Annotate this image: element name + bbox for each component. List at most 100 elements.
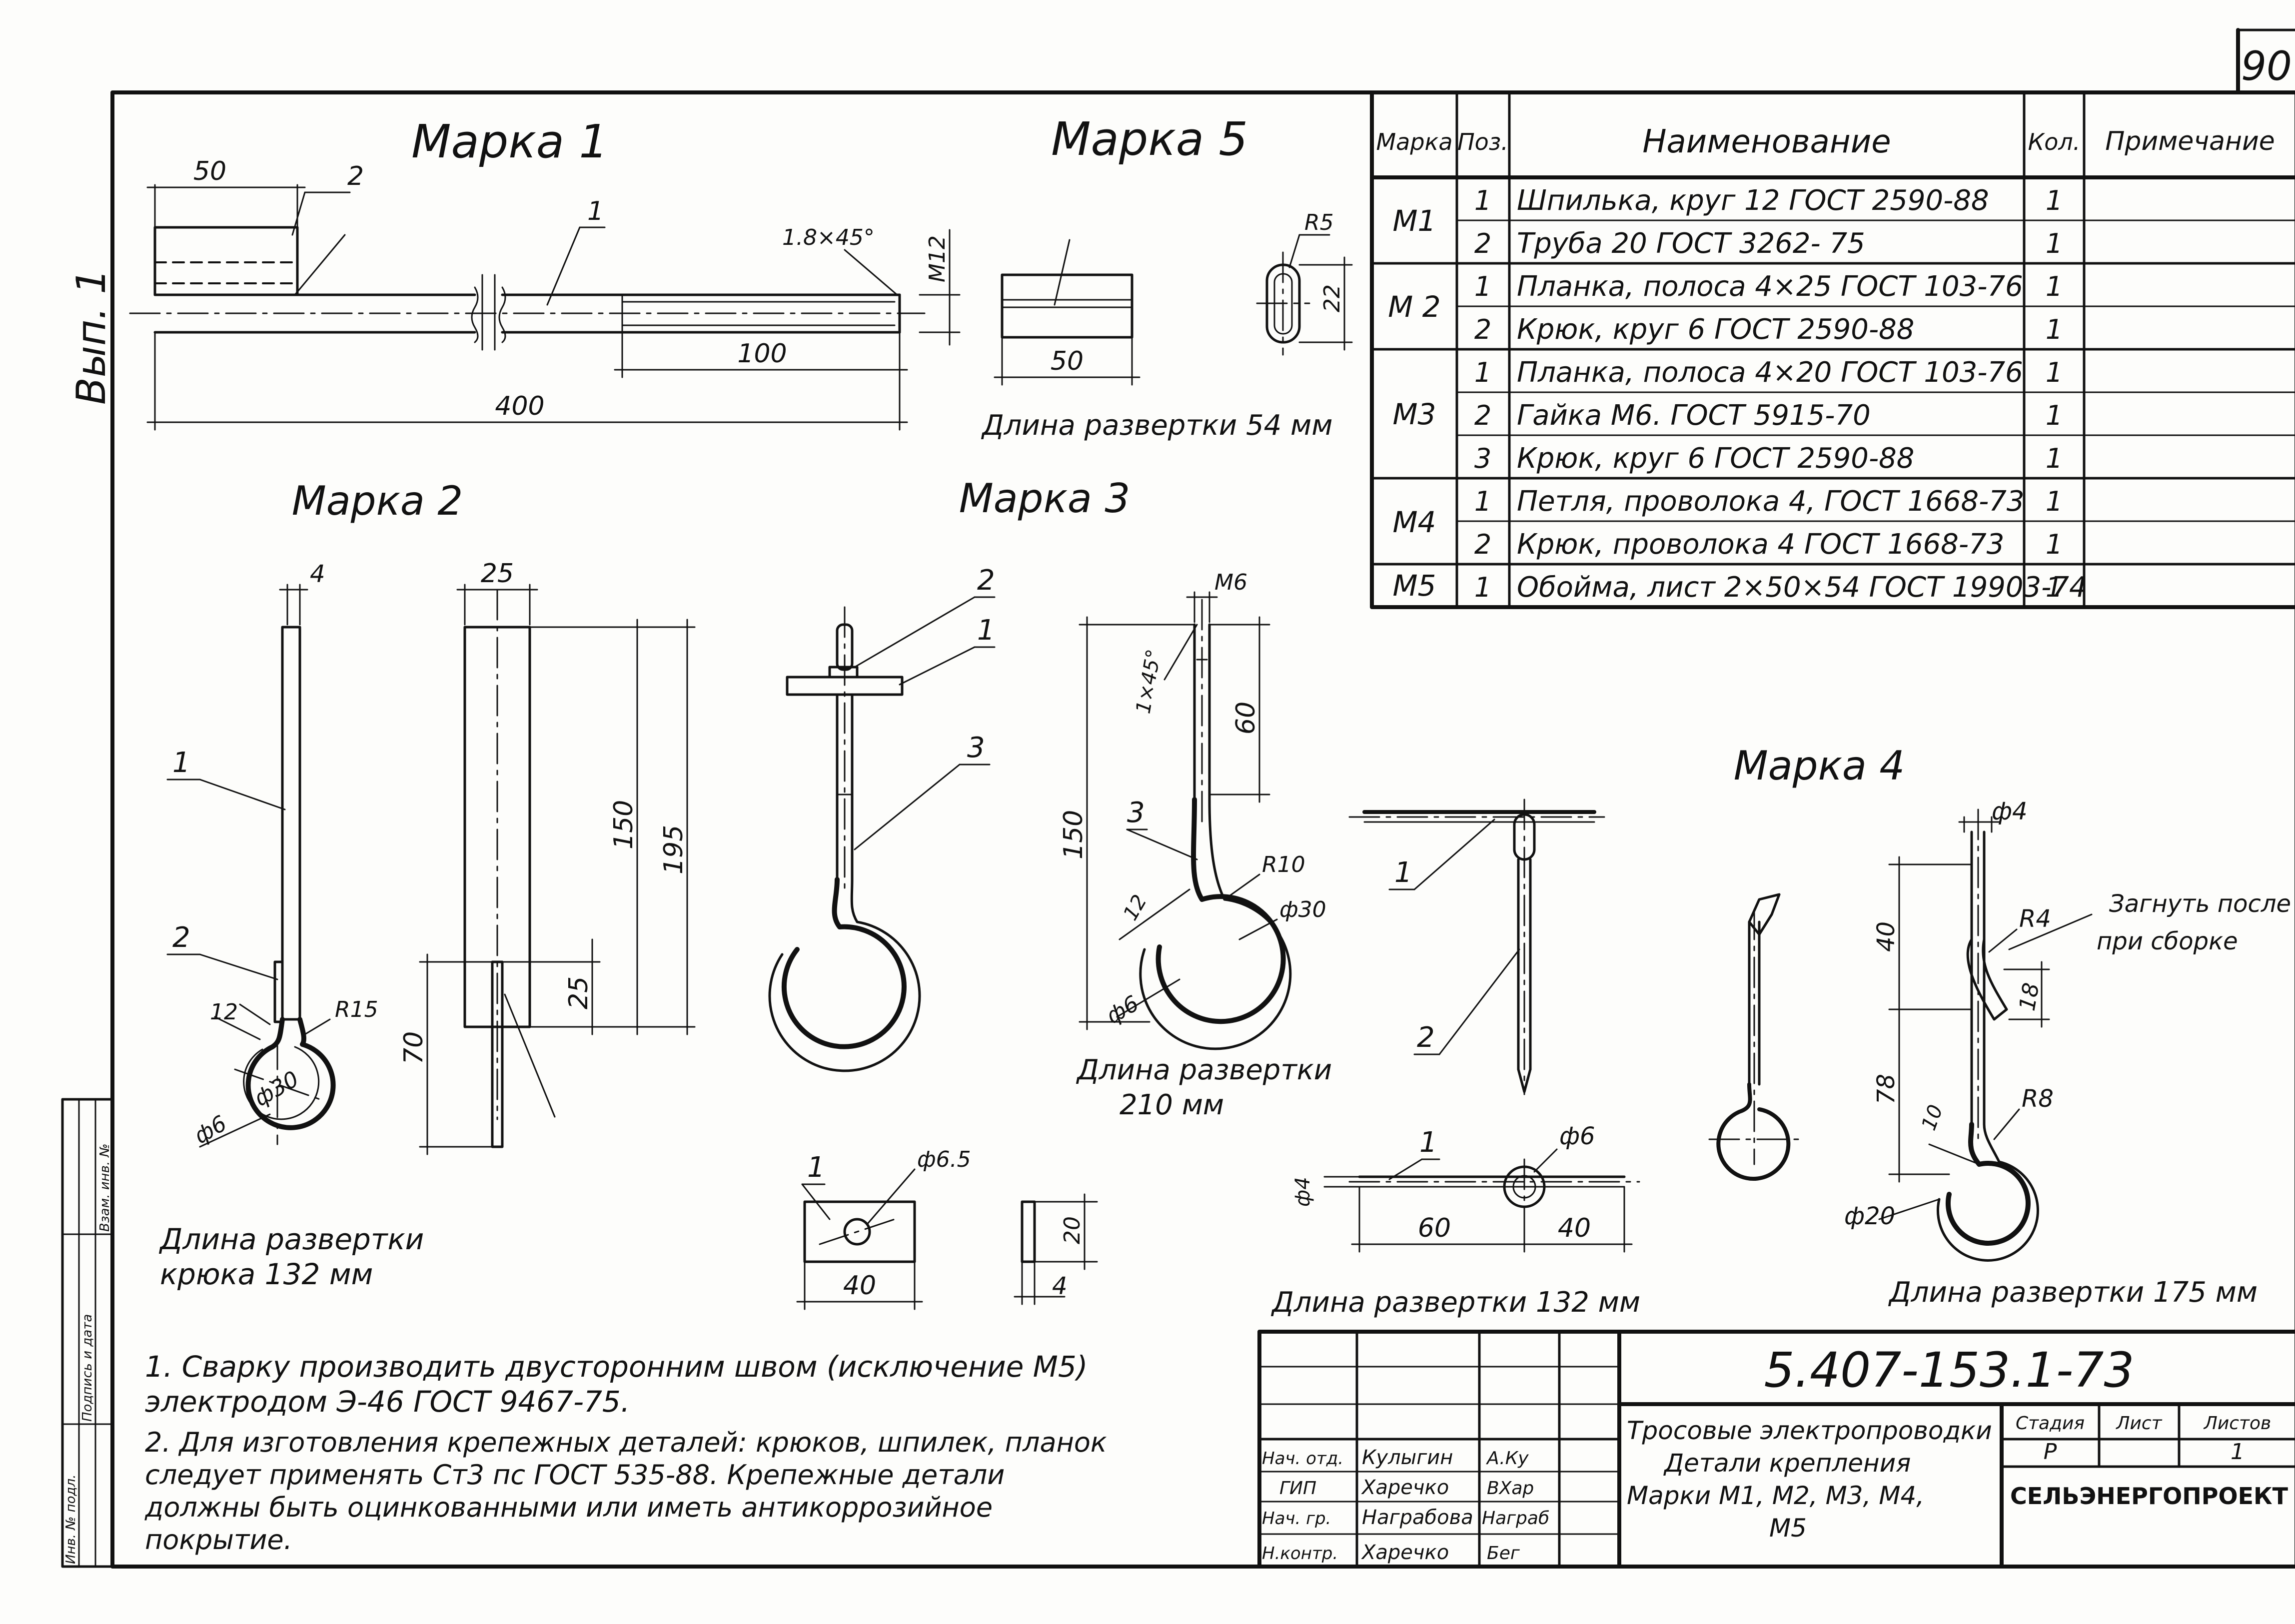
- spec-row-qty: 1: [2046, 572, 2063, 603]
- mark2-dim-25: 25: [564, 976, 594, 1009]
- spec-row-name: Крюк, круг 6 ГОСТ 2590-88: [1517, 442, 1914, 475]
- tb-title-line: M5: [1769, 1514, 1807, 1543]
- tb-sign: ВХар: [1487, 1478, 1534, 1499]
- mark4-weld-note-1: Загнуть после: [2109, 890, 2291, 918]
- spec-row-mark: M3: [1393, 397, 1436, 431]
- mark2-dim-70: 70: [399, 1031, 429, 1064]
- spec-row-pos: 1: [1474, 185, 1491, 216]
- mark3-d6: ф6: [1102, 991, 1143, 1029]
- tb-role: Нач. отд.: [1262, 1449, 1343, 1469]
- note-line: должны быть оцинкованными или иметь анти…: [144, 1492, 993, 1523]
- mark3-m6: M6: [1214, 570, 1247, 595]
- mark4-dim-60: 60: [1418, 1213, 1451, 1243]
- mark3-plank-pos1: 1: [807, 1151, 825, 1184]
- spec-row: 2 Труба 20 ГОСТ 3262- 75 1: [1474, 227, 2063, 260]
- tb-name: Харечко: [1361, 1476, 1449, 1499]
- mark4-title: Марка 4: [1734, 743, 1905, 789]
- spec-header-name: Наименование: [1642, 123, 1891, 160]
- spec-row-qty: 1: [2046, 271, 2063, 302]
- spec-header-qty: Кол.: [2028, 128, 2081, 155]
- mark3-title: Марка 3: [959, 475, 1131, 522]
- mark4-note-left: Длина развертки 132 мм: [1270, 1286, 1640, 1319]
- spec-row: 1 Планка, полоса 4×20 ГОСТ 103-76 1: [1474, 356, 2063, 389]
- tb-sign: Бег: [1487, 1543, 1520, 1564]
- tb-title-line: Марки M1, M2, M3, M4,: [1627, 1481, 1924, 1510]
- note-line: следует применять Ст3 пс ГОСТ 535-88. Кр…: [145, 1459, 1005, 1491]
- mark3-note-1: Длина развертки: [1076, 1054, 1332, 1086]
- mark2-dim-150: 150: [609, 800, 639, 849]
- spec-row-pos: 2: [1474, 314, 1491, 345]
- mark1-title: Марка 1: [411, 115, 608, 168]
- tb-title-line: Тросовые электропроводки: [1627, 1416, 1992, 1445]
- tb-stage-label: Стадия: [2016, 1413, 2085, 1434]
- mark3-pos2: 2: [977, 564, 995, 597]
- mark1-pos2: 2: [347, 161, 364, 191]
- mark4-pos1: 1: [1394, 856, 1412, 889]
- mark4-pos1-detail: 1: [1419, 1126, 1437, 1159]
- mark2-r15: R15: [335, 997, 378, 1022]
- tb-org: СЕЛЬЭНЕРГОПРОЕКТ: [2010, 1483, 2289, 1510]
- view-mark3: Марка 3 2 1 3 M6 1×45° 60: [768, 475, 1332, 1310]
- mark3-pos3-detail: 3: [1127, 797, 1145, 829]
- mark3-dim-150: 150: [1059, 810, 1089, 859]
- spec-row-name: Планка, полоса 4×20 ГОСТ 103-76: [1517, 356, 2023, 389]
- spec-row-qty: 1: [2046, 443, 2063, 474]
- spec-row-qty: 1: [2046, 486, 2063, 517]
- mark3-dim-40: 40: [843, 1271, 876, 1301]
- page-number: 90: [2241, 43, 2292, 89]
- spec-header-mark: Марка: [1376, 128, 1452, 155]
- mark3-dim-60: 60: [1231, 702, 1261, 735]
- spec-row: 2 Крюк, круг 6 ГОСТ 2590-88 1: [1474, 313, 2063, 346]
- mark4-r4: R4: [2019, 905, 2051, 933]
- mark5-title: Марка 5: [1051, 112, 1248, 166]
- spec-row: 1 Шпилька, круг 12 ГОСТ 2590-88 1: [1474, 184, 2063, 217]
- tb-sign: Награб: [1482, 1508, 1549, 1529]
- title-block: 5.407-153.1-73 Нач. отд. Кулыгин A.Ку ГИ…: [1257, 1330, 2295, 1569]
- tb-name: Награбова: [1362, 1506, 1473, 1529]
- tb-role: Н.контр.: [1262, 1544, 1338, 1564]
- tb-sheets: 1: [2231, 1439, 2245, 1465]
- mark4-dim-18: 18: [2015, 981, 2045, 1013]
- spec-row-qty: 1: [2046, 529, 2063, 560]
- tb-role: Нач. гр.: [1262, 1509, 1331, 1529]
- mark3-pos1: 1: [977, 614, 995, 647]
- mark3-pos3: 3: [967, 732, 985, 764]
- mark2-dim-25-top: 25: [481, 559, 514, 589]
- mark2-dim-12: 12: [210, 999, 238, 1025]
- mark1-dim-400: 400: [495, 391, 544, 421]
- view-mark5: Марка 5 50 R5 22 Длина развертки 54 мм: [981, 112, 1353, 442]
- spec-row-mark: M4: [1393, 505, 1436, 539]
- mark4-note-right: Длина развертки 175 мм: [1888, 1276, 2258, 1309]
- spec-row-pos: 3: [1474, 443, 1491, 474]
- note-line: электродом Э-46 ГОСТ 9467-75.: [145, 1385, 630, 1419]
- spec-row-pos: 1: [1474, 486, 1491, 517]
- spec-row-qty: 1: [2046, 357, 2063, 388]
- mark4-dim-40v: 40: [1872, 921, 1900, 952]
- spec-row-pos: 2: [1474, 228, 1491, 259]
- mark2-note-2: крюка 132 мм: [160, 1257, 373, 1291]
- side-stamp: Инв. № подл. Подпись и дата Взам. инв. №: [61, 1098, 114, 1568]
- mark2-note-1: Длина развертки: [158, 1222, 424, 1256]
- spec-row-pos: 2: [1474, 529, 1491, 560]
- spec-row-name: Крюк, проволока 4 ГОСТ 1668-73: [1517, 528, 2004, 561]
- mark4-dim-40: 40: [1558, 1213, 1591, 1243]
- note-line: покрытие.: [145, 1524, 292, 1556]
- mark3-dim-4: 4: [1052, 1272, 1068, 1300]
- spec-row-name: Труба 20 ГОСТ 3262- 75: [1517, 227, 1865, 260]
- mark4-dim-78: 78: [1872, 1074, 1900, 1104]
- note-line: 2. Для изготовления крепежных деталей: к…: [145, 1427, 1107, 1458]
- mark1-chamfer: 1.8×45°: [782, 225, 875, 250]
- mark1-dim-50: 50: [193, 156, 226, 186]
- spec-row: 2 Крюк, проволока 4 ГОСТ 1668-73 1: [1474, 528, 2063, 561]
- spec-row-pos: 1: [1474, 271, 1491, 302]
- view-mark2: Марка 2 4 1 2 12 R15 ф30 ф6 25: [158, 478, 696, 1291]
- mark3-dim-20: 20: [1060, 1216, 1085, 1244]
- mark2-dim-195: 195: [659, 825, 689, 874]
- mark3-note-2: 210 мм: [1120, 1089, 1224, 1121]
- spec-row-qty: 1: [2046, 185, 2063, 216]
- spec-row-pos: 1: [1474, 357, 1491, 388]
- spec-row-mark: M 2: [1388, 290, 1440, 324]
- general-notes: 1. Сварку производить двусторонним швом …: [144, 1350, 1107, 1556]
- mark4-r8: R8: [2022, 1085, 2054, 1113]
